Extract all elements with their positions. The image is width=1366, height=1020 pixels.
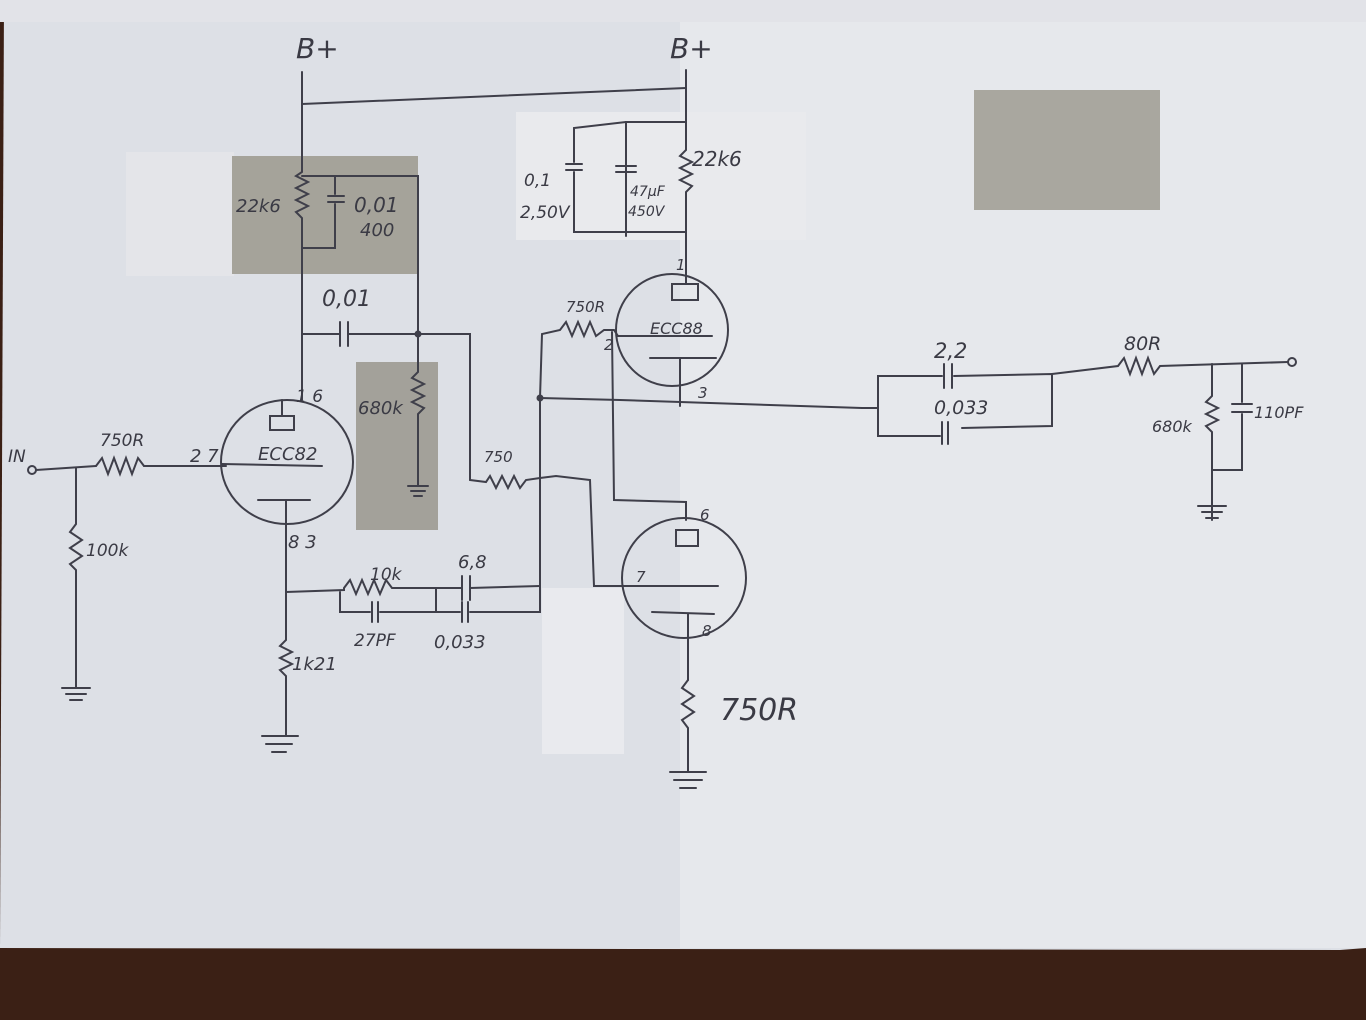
- stage1-cathode-resistor-label: 1k21: [292, 654, 337, 675]
- stage1-plate-resistor-label: 22k6: [236, 196, 281, 217]
- input-series-resistor-label: 750R: [100, 431, 144, 451]
- stage1-bypass-voltage-label: 400: [360, 220, 394, 241]
- wiring: [27, 69, 1297, 789]
- stage2-lower-grid-resistor-label: 750: [484, 448, 513, 466]
- output-main-cap-label: 2,2: [934, 339, 967, 363]
- feedback-resistor-label: 10k: [370, 565, 403, 585]
- blank-patch: [542, 588, 624, 754]
- redaction-patch: [356, 362, 438, 530]
- output-film-cap-label: 0,033: [934, 397, 988, 419]
- stage2-decoupling-large-label: 47µF: [630, 184, 666, 200]
- bplus-left-label: B+: [296, 32, 339, 65]
- stage1-tube-label: ECC82: [258, 444, 317, 465]
- input-label: IN: [8, 447, 26, 467]
- stage2-lower-grid-pin-label: 7: [636, 568, 646, 586]
- stage2-decoupling-small-voltage-label: 2,50V: [520, 203, 571, 223]
- stage1-cathode-pins-label: 8 3: [288, 532, 317, 553]
- output-series-resistor-label: 80R: [1124, 333, 1161, 355]
- stage2-decoupling-small-label: 0,1: [524, 171, 551, 191]
- paper-top: [0, 0, 1366, 22]
- input-shunt-resistor-label: 100k: [86, 541, 129, 561]
- stage2-upper-grid-pin-label: 2: [604, 336, 614, 354]
- feedback-large-cap-label: 6,8: [458, 552, 487, 573]
- stage2-upper-grid-resistor-label: 750R: [566, 298, 605, 316]
- blank-patch: [126, 152, 234, 276]
- stage2-decoupling-large-voltage-label: 450V: [628, 204, 666, 220]
- output-shunt-resistor-label: 680k: [1152, 417, 1193, 436]
- stage2-tube-label: ECC88: [650, 319, 703, 338]
- feedback-film-cap-label: 0,033: [434, 632, 486, 653]
- stage2-plate-resistor-label: 22k6: [692, 147, 742, 171]
- stage1-coupling-cap-label: 0,01: [322, 287, 371, 312]
- feedback-small-cap-label: 27PF: [354, 631, 396, 651]
- stage1-bypass-cap-label: 0,01: [354, 193, 399, 217]
- stage2-lower-cathode-pin-label: 8: [702, 622, 712, 640]
- stage1-grid-pins-label: 2 7: [190, 446, 219, 467]
- stage1-plate-pins-label: 1 6: [296, 387, 323, 407]
- stage2-upper-plate-pin-label: 1: [676, 256, 686, 274]
- stage1-grid-resistor-label: 680k: [358, 398, 404, 419]
- stage2-cathode-resistor-label: 750R: [720, 693, 798, 728]
- output-shunt-cap-label: 110PF: [1254, 403, 1304, 422]
- blank-patch: [516, 112, 806, 240]
- bplus-right-label: B+: [670, 32, 713, 65]
- stage2-upper-cathode-pin-label: 3: [698, 384, 708, 402]
- redaction-patch: [974, 90, 1160, 210]
- stage2-lower-plate-pin-label: 6: [700, 506, 710, 524]
